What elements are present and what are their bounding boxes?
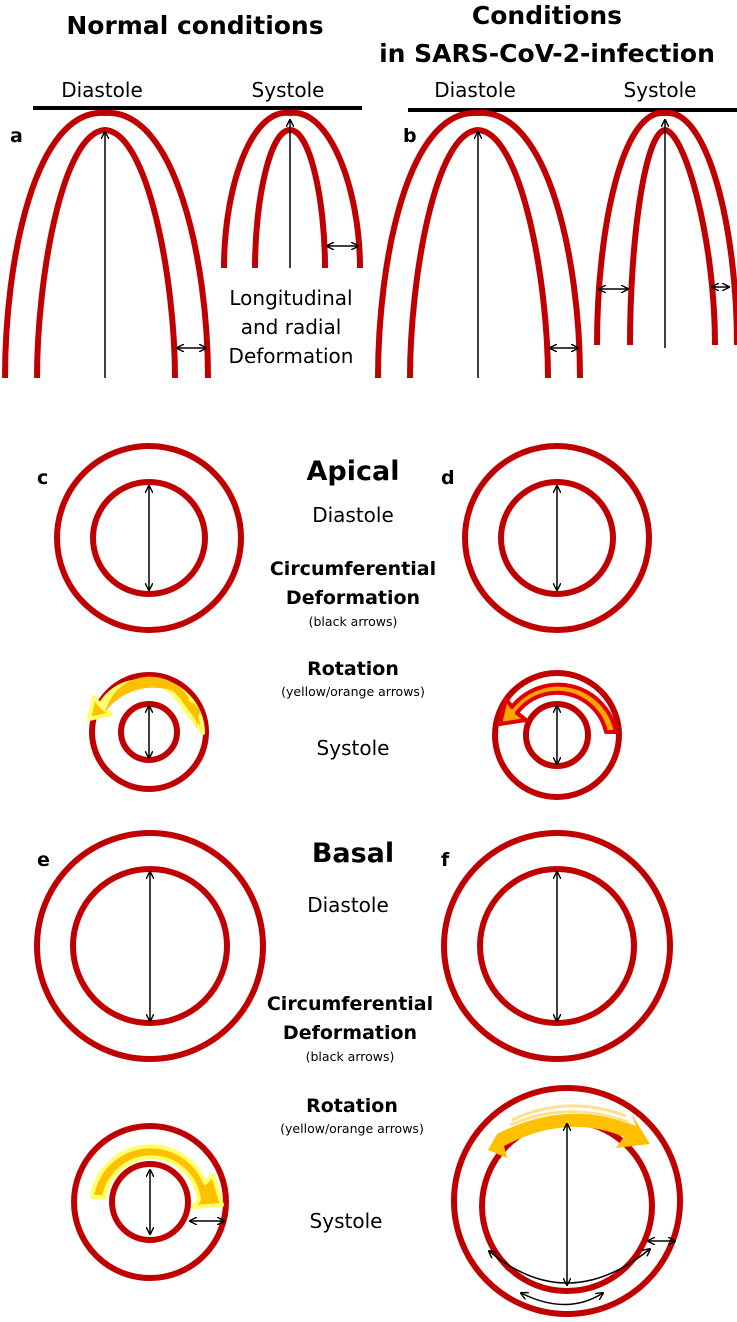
panel-e-systole-inner-wall [109, 1161, 191, 1243]
panel-b-systole-ventricle [594, 109, 737, 346]
panel-c-rotation-arrow-body [105, 676, 200, 734]
panel-c-diastole-inner-wall [90, 479, 208, 597]
panel-d-systole-inner-wall [523, 701, 591, 769]
apical-rotation-label: Rotation [307, 658, 399, 680]
title-normal: Normal conditions [66, 11, 323, 40]
apical-systole-label: Systole [317, 736, 390, 760]
panel-f-diastole-inner-wall [477, 866, 637, 1026]
basal-rotation-label: Rotation [306, 1095, 398, 1117]
panel-label-c: c [37, 467, 48, 489]
panel-e-rotation-arrow [90, 1144, 224, 1209]
panel-f-rotation-arrow [488, 1113, 650, 1158]
panel-a-systole-ventricle [221, 109, 363, 269]
panel-label-d: d [441, 467, 455, 489]
panel-e-diastole-inner-wall [70, 866, 230, 1026]
panel-e-systole-outer-wall [71, 1123, 229, 1281]
basal-circ-label-line1: Circumferential [267, 993, 433, 1015]
panel-c-diastole-outer-wall [54, 443, 244, 633]
panel-f-rotation-arrow-stripes [509, 1104, 629, 1127]
basal-heading: Basal [312, 838, 394, 869]
basal-rotation-note: (yellow/orange arrows) [280, 1121, 424, 1136]
panel-c-systole-outer-wall [89, 672, 209, 792]
panel-f-circumferential-arrow-inner [521, 1293, 603, 1306]
apical-diastole-label: Diastole [312, 503, 394, 527]
longitudinal-label-line1: Longitudinal [229, 286, 352, 310]
longitudinal-label-line2: and radial [241, 315, 342, 339]
panel-f-systole-outer-wall [451, 1085, 683, 1317]
apical-heading: Apical [307, 456, 400, 487]
panel-d-diastole-outer-wall [462, 443, 652, 633]
panel-d-systole-outer-wall [492, 670, 622, 800]
phase-label-a-diastole: Diastole [61, 78, 143, 102]
basal-circ-note: (black arrows) [306, 1049, 395, 1064]
apical-circ-note: (black arrows) [309, 614, 398, 629]
panel-f-circumferential-arrow-outer [489, 1249, 650, 1284]
apical-rotation-note: (yellow/orange arrows) [281, 684, 425, 699]
title-sars-line1: Conditions [472, 1, 622, 30]
apical-circ-label-line1: Circumferential [270, 558, 436, 580]
panel-d-rotation-arrow [498, 682, 618, 734]
panel-label-b: b [403, 125, 417, 147]
basal-systole-label: Systole [310, 1209, 383, 1233]
longitudinal-label-line3: Deformation [229, 344, 354, 368]
panel-f-diastole-outer-wall [441, 830, 673, 1062]
panel-label-f: f [441, 849, 450, 871]
phase-label-b-diastole: Diastole [434, 78, 516, 102]
panel-e-diastole-outer-wall [34, 830, 266, 1062]
title-sars-line2: in SARS-CoV-2-infection [379, 39, 715, 68]
phase-label-a-systole: Systole [252, 78, 325, 102]
panel-a-diastole-ventricle [2, 109, 211, 379]
panel-label-a: a [10, 125, 23, 147]
apical-circ-label-line2: Deformation [286, 587, 420, 609]
basal-circ-label-line2: Deformation [283, 1022, 417, 1044]
panel-b-diastole-ventricle [375, 109, 583, 379]
panel-d-diastole-inner-wall [498, 479, 616, 597]
panel-c-systole-inner-wall [118, 701, 180, 763]
phase-label-b-systole: Systole [624, 78, 697, 102]
panel-label-e: e [37, 849, 50, 871]
basal-diastole-label: Diastole [307, 893, 389, 917]
